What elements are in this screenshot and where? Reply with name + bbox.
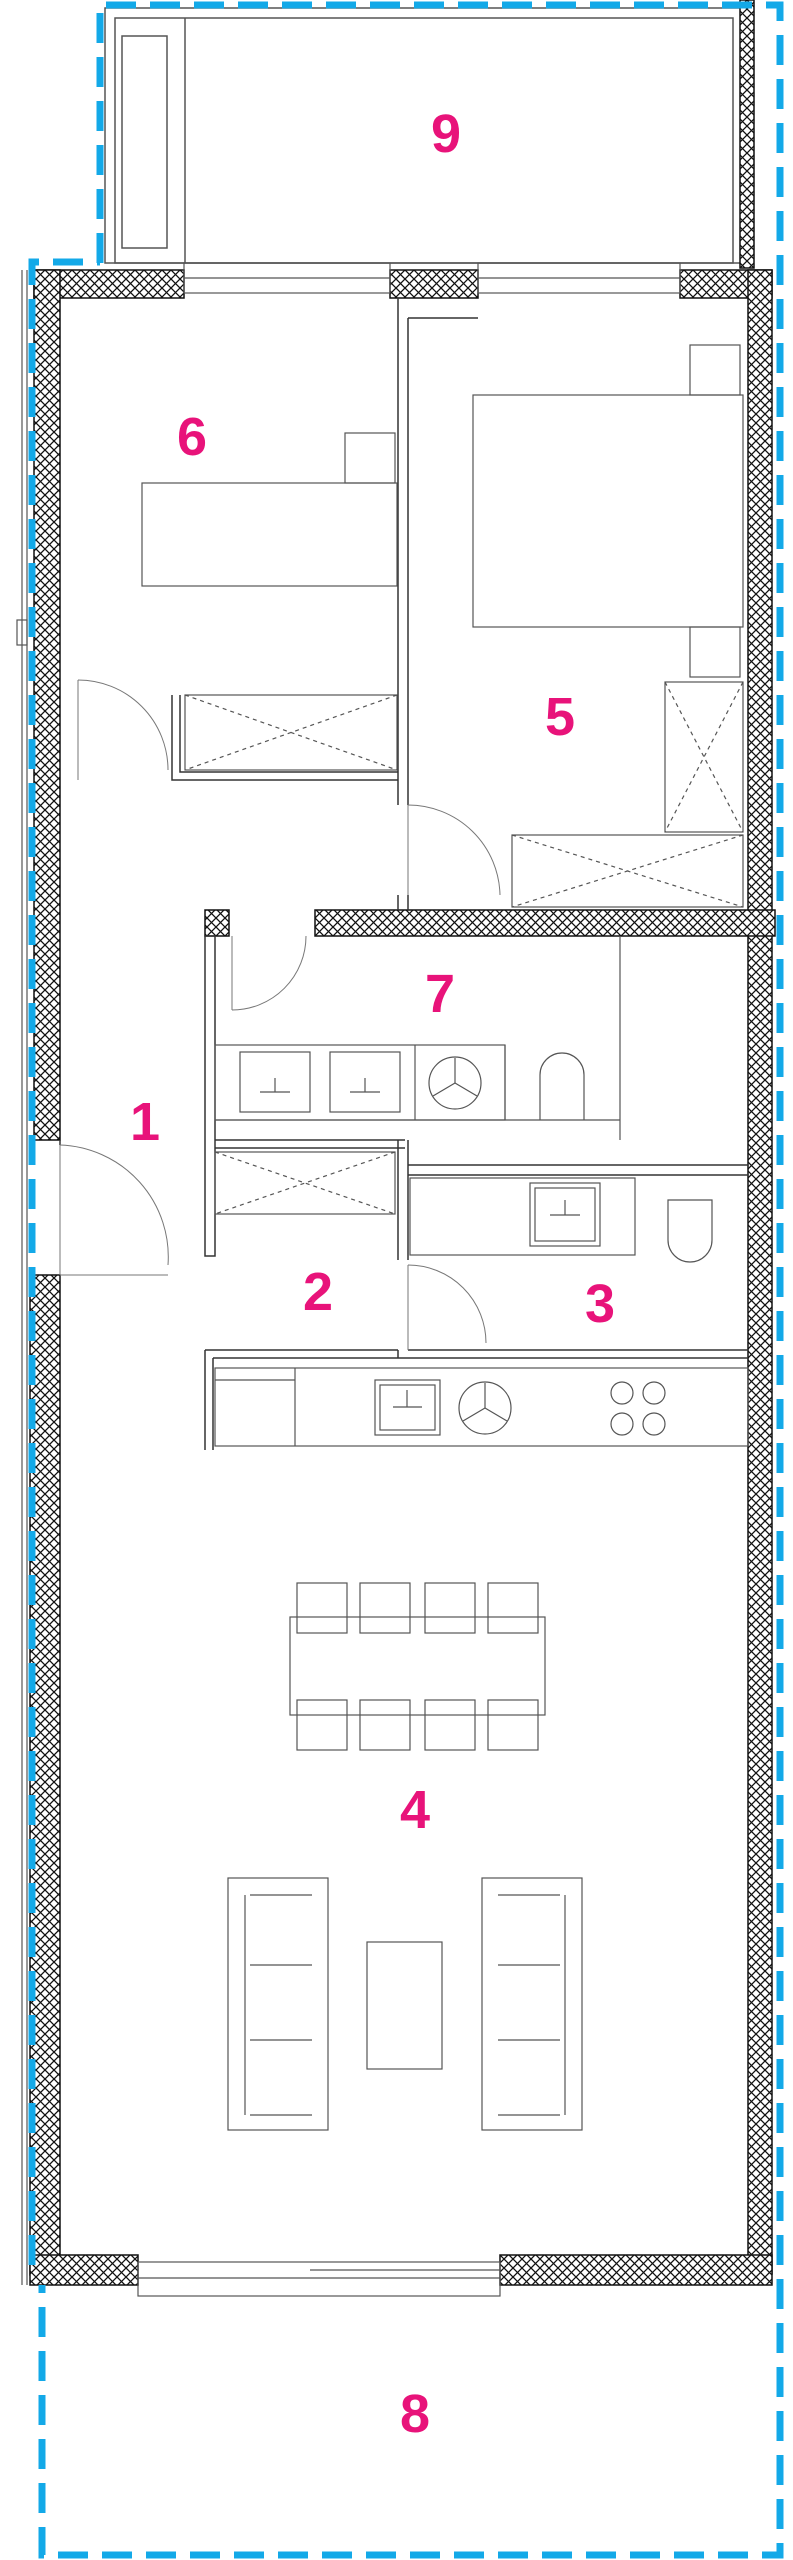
wardrobe-room-6 bbox=[184, 694, 398, 771]
doors bbox=[59, 679, 501, 1350]
wardrobe-room-5 bbox=[511, 681, 744, 908]
room-label-3: 3 bbox=[585, 1274, 615, 1334]
room-label-9: 9 bbox=[431, 104, 461, 164]
room-label-5: 5 bbox=[545, 687, 575, 747]
left-facade-lines bbox=[16, 270, 28, 2285]
room-3-fixtures bbox=[409, 1177, 713, 1263]
room-label-4: 4 bbox=[400, 1780, 430, 1840]
balcony-9 bbox=[104, 7, 744, 264]
interior-walls bbox=[59, 298, 748, 1450]
window-bottom bbox=[137, 2261, 501, 2297]
bed-room-6 bbox=[141, 432, 398, 587]
bed-room-5 bbox=[472, 344, 744, 678]
kitchen-counter bbox=[214, 1367, 749, 1447]
room-label-1: 1 bbox=[130, 1092, 160, 1152]
room-label-7: 7 bbox=[425, 964, 455, 1024]
balcony-9-side-wall bbox=[739, 0, 755, 269]
living-furniture bbox=[227, 1877, 583, 2131]
room-label-6: 6 bbox=[177, 407, 207, 467]
room-7-fixtures bbox=[214, 936, 621, 1140]
dashed-boundary bbox=[28, 1, 784, 2559]
wardrobe-room-2 bbox=[214, 1151, 396, 1215]
windows-top bbox=[183, 262, 681, 294]
room-label-8: 8 bbox=[400, 2384, 430, 2444]
dining-table bbox=[289, 1582, 546, 1751]
room-label-2: 2 bbox=[303, 1262, 333, 1322]
